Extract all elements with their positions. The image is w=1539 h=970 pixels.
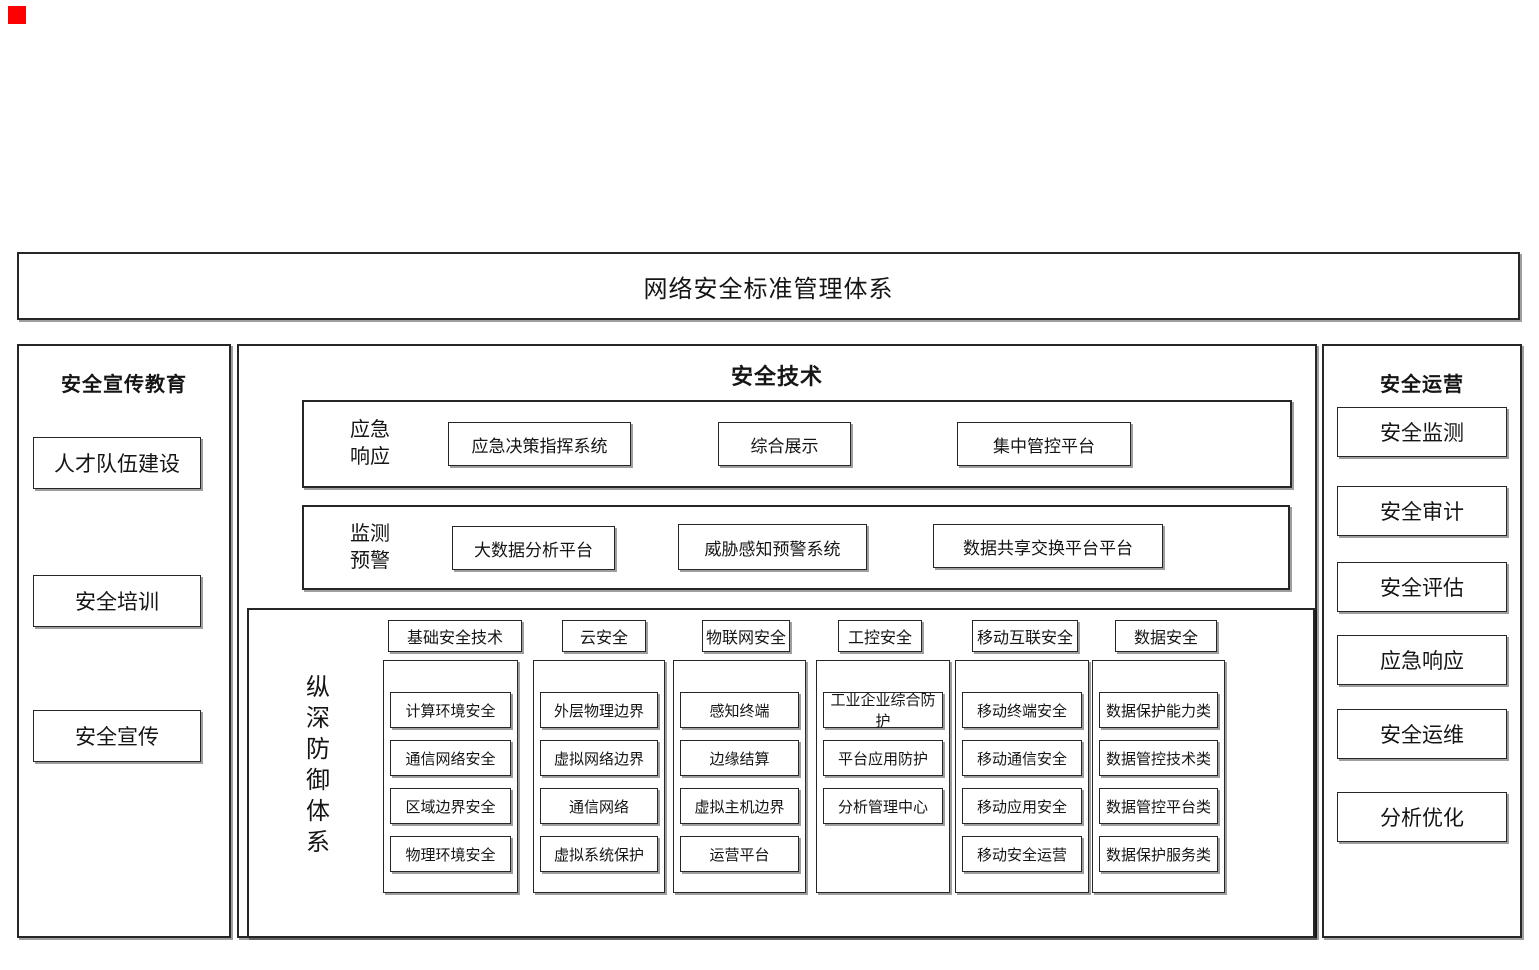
defense-item-box: 移动应用安全 <box>962 788 1082 824</box>
security-monitoring-box: 安全监测 <box>1337 407 1507 457</box>
data-sharing-exchange-platform-box: 数据共享交换平台平台 <box>933 524 1163 568</box>
defense-item-box: 分析管理中心 <box>823 788 943 824</box>
defense-item-box: 计算环境安全 <box>390 692 511 728</box>
security-education-title: 安全宣传教育 <box>61 374 187 396</box>
defense-column-data: 数据保护能力类 数据管控技术类 数据管控平台类 数据保护服务类 <box>1092 660 1225 893</box>
defense-item-box: 数据管控技术类 <box>1099 740 1218 776</box>
security-promotion-box: 安全宣传 <box>33 710 201 762</box>
defense-item-box: 移动通信安全 <box>962 740 1082 776</box>
security-training-box: 安全培训 <box>33 575 201 627</box>
defense-in-depth-section: 纵深防御体系 基础安全技术 云安全 物联网安全 工控安全 移动互联安全 数据安全… <box>247 608 1315 938</box>
monitoring-warning-label: 监测 预警 <box>350 522 390 572</box>
column-header-data-security: 数据安全 <box>1115 620 1217 652</box>
defense-item-box: 运营平台 <box>680 836 799 872</box>
defense-item-box: 感知终端 <box>680 692 799 728</box>
defense-item-box: 通信网络安全 <box>390 740 511 776</box>
monitoring-warning-section: 监测 预警 大数据分析平台 威胁感知预警系统 数据共享交换平台平台 <box>302 505 1290 590</box>
defense-item-box: 数据保护服务类 <box>1099 836 1218 872</box>
security-education-panel: 安全宣传教育 人才队伍建设 安全培训 安全宣传 <box>17 344 231 938</box>
defense-item-box: 通信网络 <box>540 788 658 824</box>
banner-title: 网络安全标准管理体系 <box>643 275 894 303</box>
column-header-ics-security: 工控安全 <box>838 620 922 652</box>
defense-item-box: 数据管控平台类 <box>1099 788 1218 824</box>
defense-in-depth-label: 纵深防御体系 <box>306 674 330 856</box>
defense-item-box: 虚拟系统保护 <box>540 836 658 872</box>
column-header-basic-security: 基础安全技术 <box>388 620 522 652</box>
column-header-iot-security: 物联网安全 <box>702 620 790 652</box>
defense-item-box: 外层物理边界 <box>540 692 658 728</box>
red-marker <box>8 6 26 24</box>
comprehensive-display-box: 综合展示 <box>718 422 851 466</box>
defense-item-box: 移动终端安全 <box>962 692 1082 728</box>
threat-awareness-warning-system-box: 威胁感知预警系统 <box>678 524 867 570</box>
defense-item-box: 移动安全运营 <box>962 836 1082 872</box>
column-header-cloud-security: 云安全 <box>562 620 646 652</box>
defense-item-box: 虚拟网络边界 <box>540 740 658 776</box>
analysis-optimization-box: 分析优化 <box>1337 792 1507 842</box>
defense-column-mobile: 移动终端安全 移动通信安全 移动应用安全 移动安全运营 <box>955 660 1089 893</box>
centralized-control-platform-box: 集中管控平台 <box>957 422 1131 466</box>
defense-item-box: 平台应用防护 <box>823 740 943 776</box>
defense-column-cloud: 外层物理边界 虚拟网络边界 通信网络 虚拟系统保护 <box>533 660 665 893</box>
talent-team-building-box: 人才队伍建设 <box>33 437 201 489</box>
security-assessment-box: 安全评估 <box>1337 562 1507 612</box>
banner: 网络安全标准管理体系 <box>17 252 1520 320</box>
security-operations-title: 安全运营 <box>1380 374 1464 396</box>
defense-item-box: 工业企业综合防护 <box>823 692 943 730</box>
defense-column-ics: 工业企业综合防护 平台应用防护 分析管理中心 <box>816 660 950 893</box>
security-ops-maintenance-box: 安全运维 <box>1337 709 1507 759</box>
defense-column-basic: 计算环境安全 通信网络安全 区域边界安全 物理环境安全 <box>383 660 518 893</box>
defense-item-box: 边缘结算 <box>680 740 799 776</box>
defense-item-box: 虚拟主机边界 <box>680 788 799 824</box>
defense-item-box: 区域边界安全 <box>390 788 511 824</box>
big-data-analysis-platform-box: 大数据分析平台 <box>452 526 615 570</box>
security-technology-title: 安全技术 <box>730 364 823 389</box>
defense-item-box: 物理环境安全 <box>390 836 511 872</box>
emergency-response-box: 应急响应 <box>1337 635 1507 685</box>
defense-column-iot: 感知终端 边缘结算 虚拟主机边界 运营平台 <box>673 660 806 893</box>
emergency-decision-command-system-box: 应急决策指挥系统 <box>448 422 631 466</box>
defense-item-box: 数据保护能力类 <box>1099 692 1218 728</box>
emergency-response-label: 应急 响应 <box>350 419 390 468</box>
security-technology-panel: 安全技术 应急 响应 应急决策指挥系统 综合展示 集中管控平台 监测 预警 大数… <box>237 344 1317 938</box>
column-header-mobile-security: 移动互联安全 <box>972 620 1078 652</box>
security-operations-panel: 安全运营 安全监测 安全审计 安全评估 应急响应 安全运维 分析优化 <box>1322 344 1522 938</box>
security-audit-box: 安全审计 <box>1337 486 1507 536</box>
emergency-response-section: 应急 响应 应急决策指挥系统 综合展示 集中管控平台 <box>302 400 1292 488</box>
